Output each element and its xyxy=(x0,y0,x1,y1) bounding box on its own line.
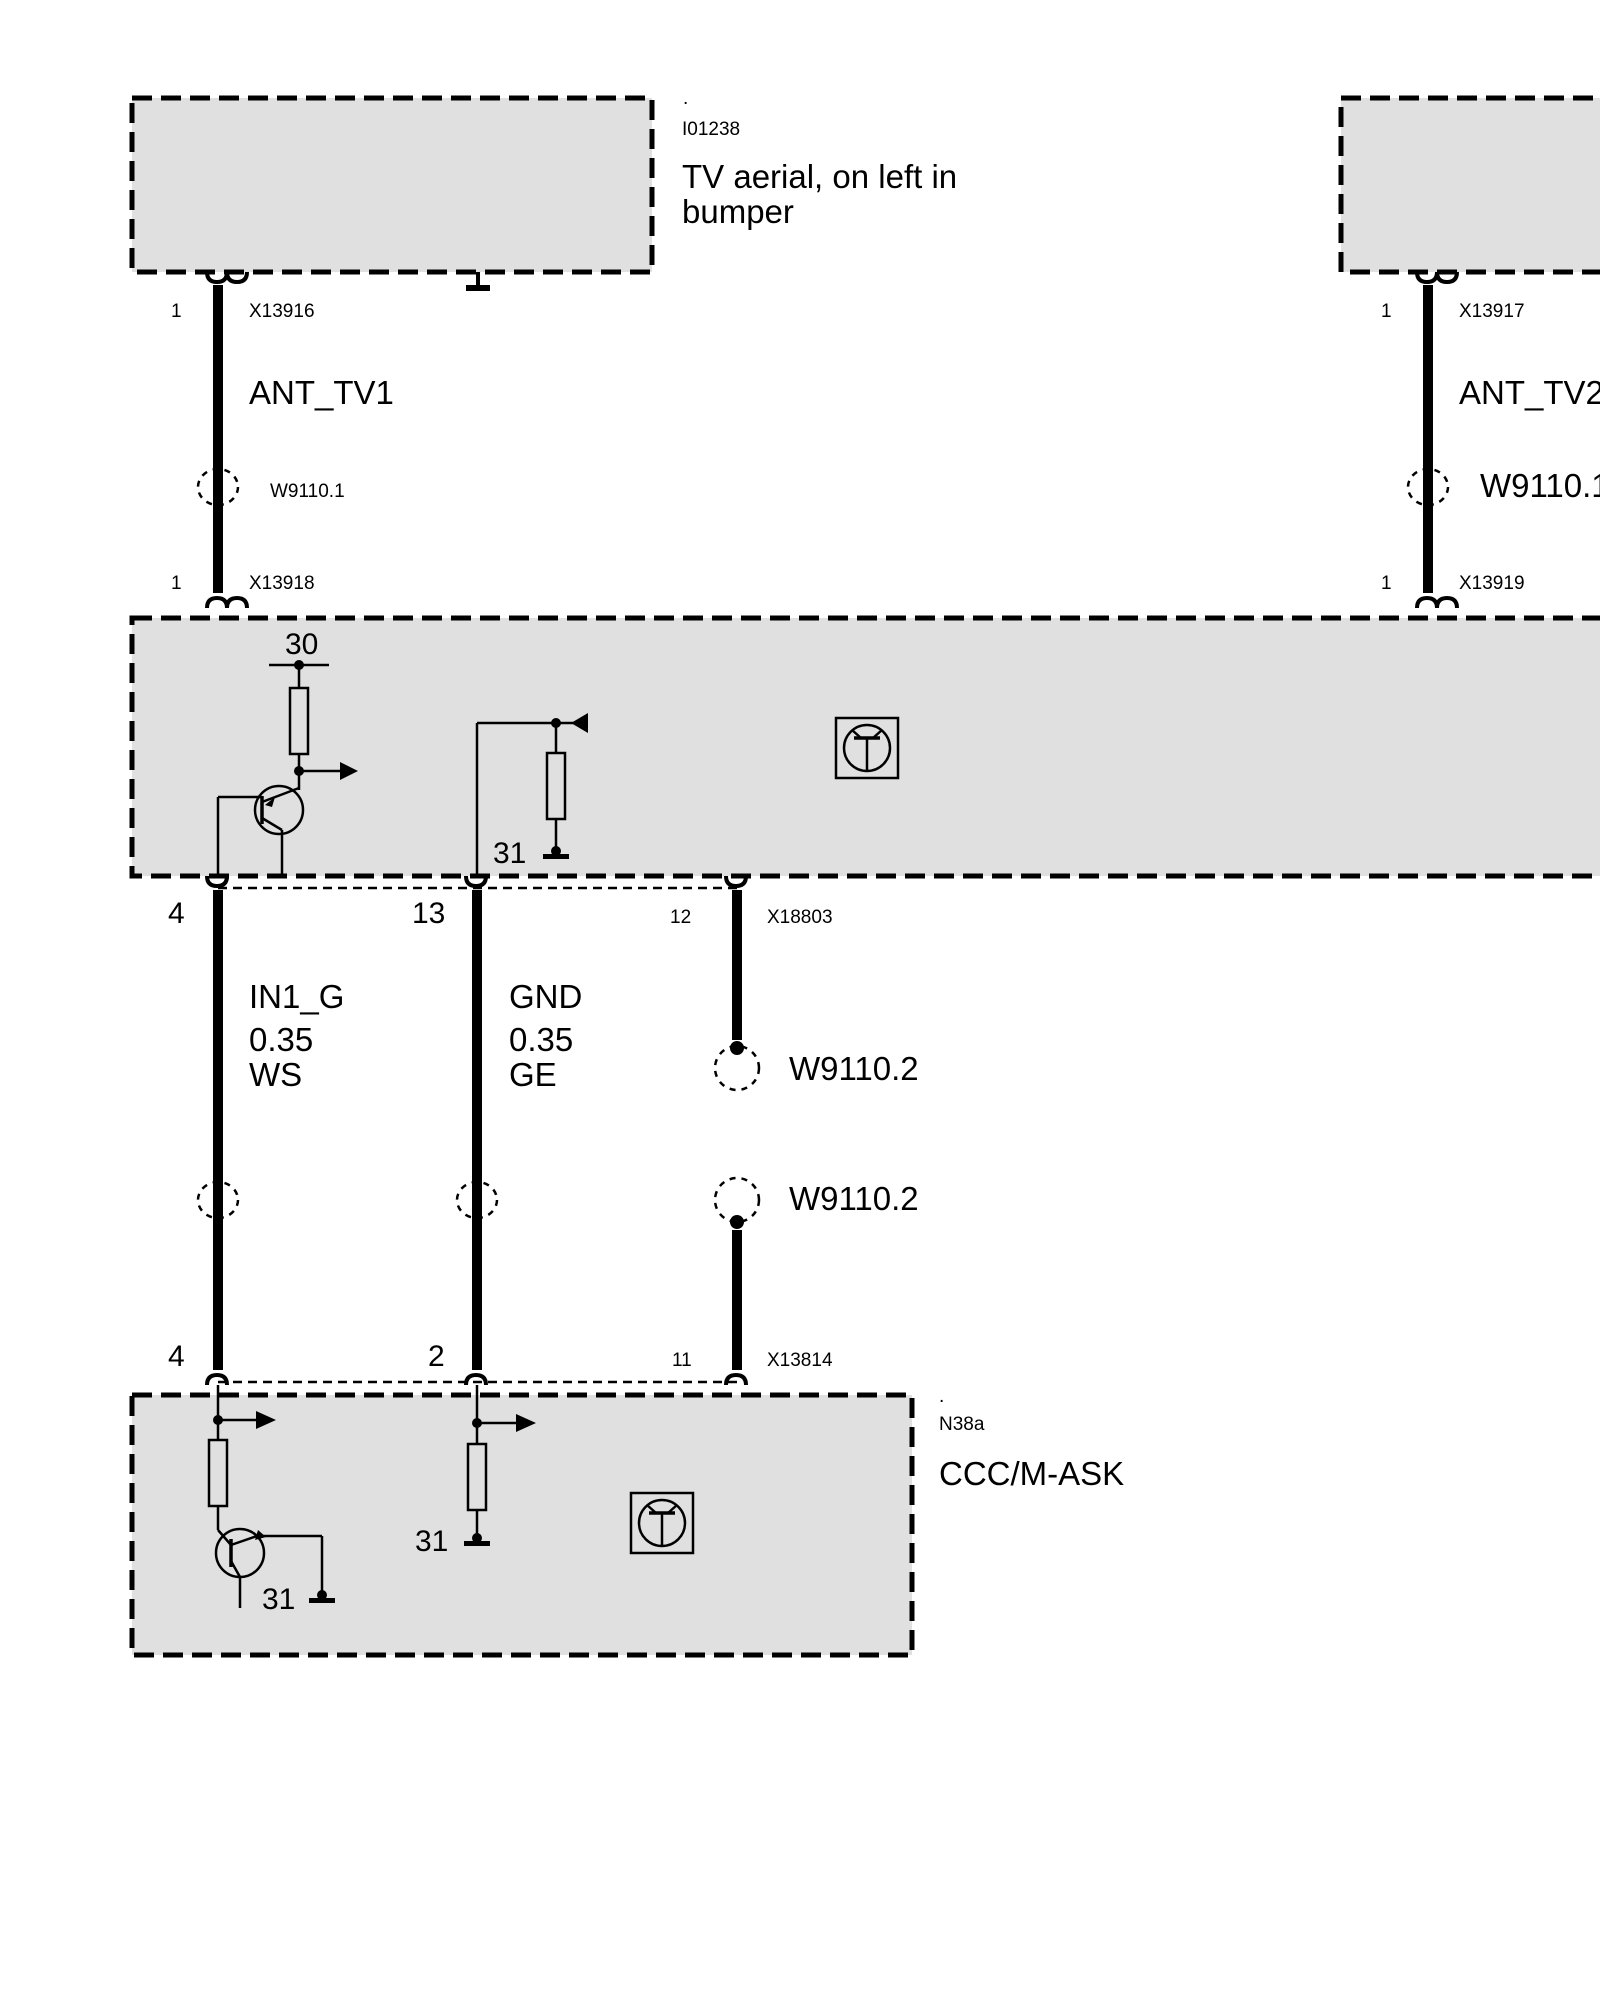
supply-30-label: 30 xyxy=(285,628,318,661)
ground-icon xyxy=(543,854,569,859)
x13814-pin-2: 2 xyxy=(428,1340,445,1373)
output-arrow-icon xyxy=(516,1414,536,1432)
ccc-m-ask-component: . N38a CCC/M-ASK 31 xyxy=(129,1385,1124,1658)
ccc-name: CCC/M-ASK xyxy=(939,1455,1124,1492)
x18803-pin-4: 4 xyxy=(168,897,185,930)
wire-ant-tv2: 1 X13917 ANT_TV2 W9110.1 1 X13919 xyxy=(1381,271,1600,609)
shield-label-top: W9110.2 xyxy=(789,1050,919,1087)
x13918-id: X13918 xyxy=(249,573,315,594)
x13814-pin-11: 11 xyxy=(672,1350,692,1371)
in1-g-color: WS xyxy=(249,1056,302,1093)
electronics-symbol-icon xyxy=(629,1491,695,1555)
wire-shield-w9110-2: W9110.2 W9110.2 xyxy=(713,875,919,1386)
tv-aerial-name-line1: TV aerial, on left in xyxy=(682,158,957,195)
gnd-signal: GND xyxy=(509,978,582,1015)
tv-aerial-dot: . xyxy=(683,88,688,109)
x13814-id: X13814 xyxy=(767,1350,833,1371)
in1-g-signal: IN1_G xyxy=(249,978,344,1015)
wire-ant-tv1: 1 X13916 ANT_TV1 W9110.1 1 X13918 xyxy=(171,271,394,609)
ant-tv2-shield-label: W9110.1 xyxy=(1480,467,1600,504)
ant-tv1-signal: ANT_TV1 xyxy=(249,374,394,411)
transistor-icon xyxy=(216,784,305,878)
connector-x18803: 4 13 12 X18803 xyxy=(168,886,833,930)
electronics-symbol-icon xyxy=(834,716,900,780)
ground-icon xyxy=(464,1541,490,1546)
in1-g-size: 0.35 xyxy=(249,1021,313,1058)
x18803-pin-13: 13 xyxy=(412,897,445,930)
ccc-id: N38a xyxy=(939,1414,985,1435)
x13919-id: X13919 xyxy=(1459,573,1525,594)
output-arrow-icon xyxy=(340,762,358,780)
gnd-color: GE xyxy=(509,1056,557,1093)
x13919-pin: 1 xyxy=(1381,573,1392,594)
x13917-id: X13917 xyxy=(1459,301,1525,322)
wire-in1-g: IN1_G 0.35 WS xyxy=(196,875,344,1386)
ccc-dot: . xyxy=(939,1386,944,1407)
wire-gnd: GND 0.35 GE xyxy=(455,875,582,1386)
module-ground-31-label: 31 xyxy=(493,837,526,870)
tv-aerial-left-component: . I01238 TV aerial, on left in bumper xyxy=(129,88,957,291)
x13916-pin: 1 xyxy=(171,301,182,322)
output-arrow-icon xyxy=(256,1411,276,1429)
ground-icon xyxy=(309,1598,335,1603)
ccc-ground-31-label-2: 31 xyxy=(415,1525,448,1558)
x13814-pin-4: 4 xyxy=(168,1340,185,1373)
ccc-ground-31-label-1: 31 xyxy=(262,1583,295,1616)
input-arrow-icon xyxy=(571,713,588,733)
tv-aerial-right-component xyxy=(1338,95,1600,275)
shield-label-bottom: W9110.2 xyxy=(789,1180,919,1217)
transistor-icon xyxy=(214,1527,324,1608)
ant-tv1-shield-label: W9110.1 xyxy=(270,481,345,502)
x18803-id: X18803 xyxy=(767,907,833,928)
tv-aerial-name-line2: bumper xyxy=(682,193,794,230)
tv-aerial-id: I01238 xyxy=(682,119,740,140)
tv-module-component: 30 31 xyxy=(129,615,1600,879)
x13916-id: X13916 xyxy=(249,301,315,322)
gnd-size: 0.35 xyxy=(509,1021,573,1058)
x18803-pin-12: 12 xyxy=(670,907,691,928)
x13917-pin: 1 xyxy=(1381,301,1392,322)
connector-x13814: 4 2 11 X13814 xyxy=(168,1340,833,1384)
x13918-pin: 1 xyxy=(171,573,182,594)
ant-tv2-signal: ANT_TV2 xyxy=(1459,374,1600,411)
